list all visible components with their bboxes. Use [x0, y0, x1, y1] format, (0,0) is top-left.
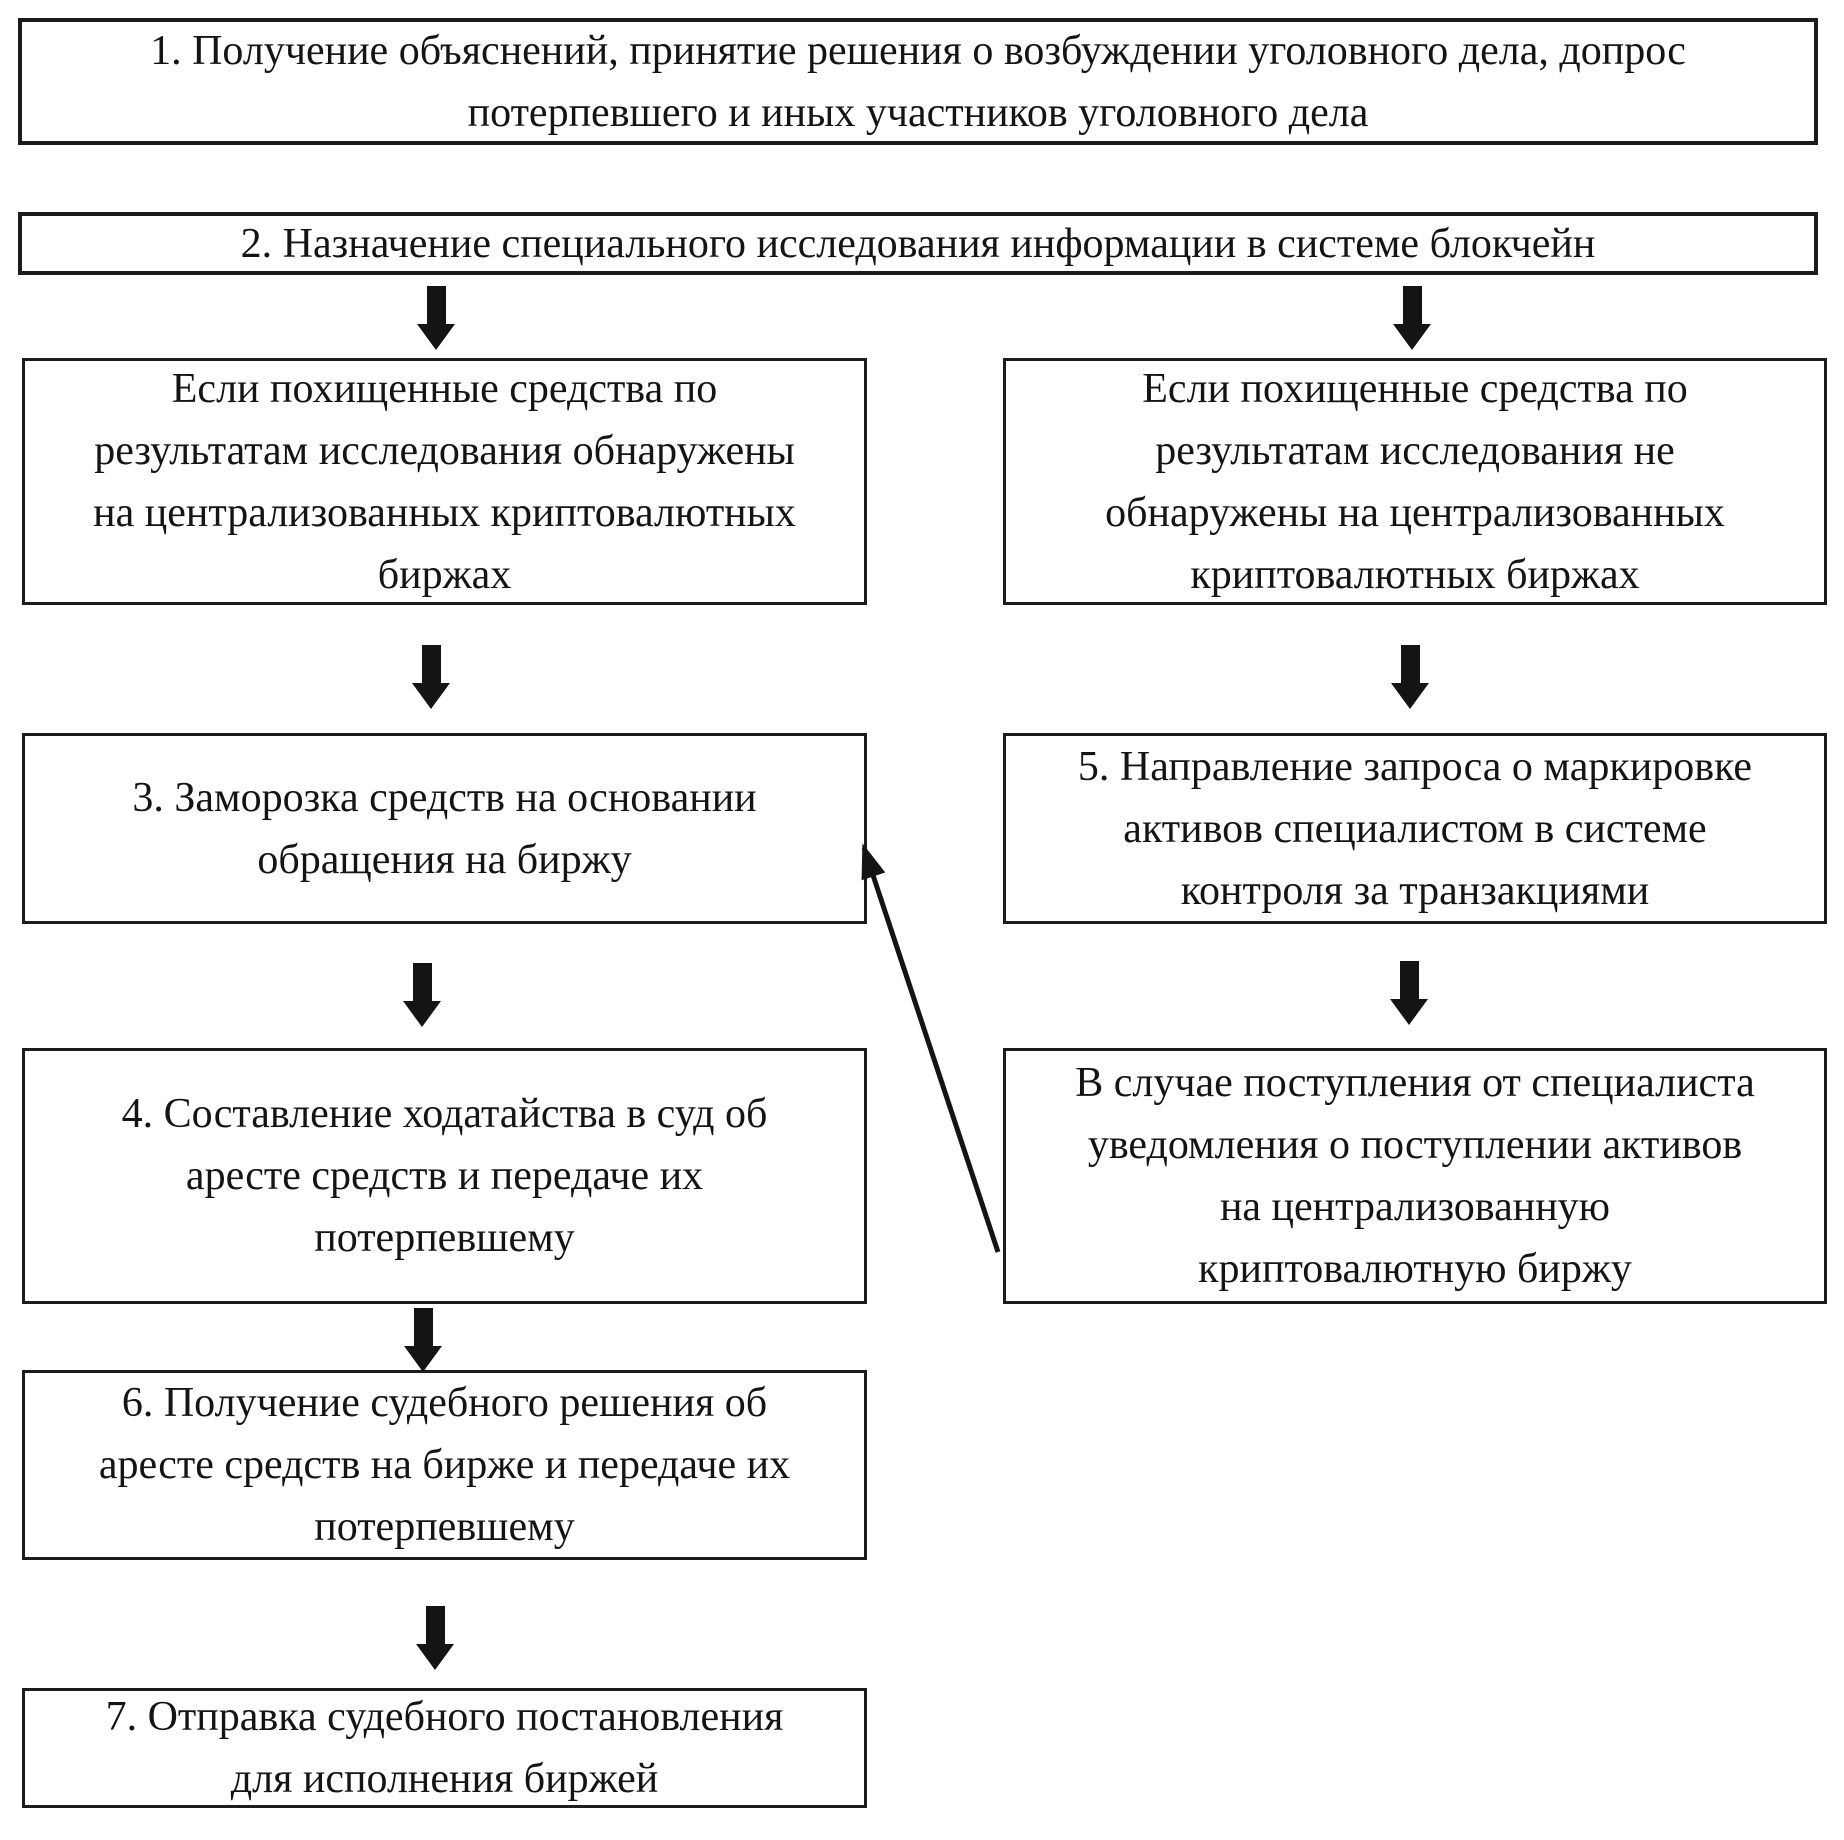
- arrow-down-icon-step2-to-not-found: [1393, 286, 1431, 350]
- node-step2: 2. Назначение специального исследования …: [18, 212, 1818, 275]
- node-step3-label: 3. Заморозка средств на основании обраще…: [132, 774, 757, 883]
- node-specialist-notification-label: В случае поступления от специалиста увед…: [1075, 1060, 1755, 1292]
- node-step6: 6. Получение судебного решения об аресте…: [22, 1370, 867, 1560]
- node-condition-funds-not-found: Если похищенные средства по результатам …: [1003, 358, 1827, 605]
- arrow-down-icon-step5-to-notify: [1390, 961, 1428, 1025]
- node-step3: 3. Заморозка средств на основании обраще…: [22, 733, 867, 924]
- node-condition-funds-found: Если похищенные средства по результатам …: [22, 358, 867, 605]
- node-step7-label: 7. Отправка судебного постановления для …: [105, 1694, 784, 1802]
- node-condition-funds-found-label: Если похищенные средства по результатам …: [93, 365, 796, 598]
- arrow-down-icon-found-to-step3: [412, 645, 450, 709]
- node-step4: 4. Составление ходатайства в суд об арес…: [22, 1048, 867, 1304]
- node-step5: 5. Направление запроса о маркировке акти…: [1003, 733, 1827, 924]
- node-step1-label: 1. Получение объяснений, принятие решени…: [150, 27, 1686, 136]
- arrow-down-icon-step4-to-step6: [404, 1308, 442, 1372]
- node-step2-label: 2. Назначение специального исследования …: [240, 220, 1596, 267]
- node-step4-label: 4. Составление ходатайства в суд об арес…: [121, 1091, 768, 1261]
- node-step6-label: 6. Получение судебного решения об аресте…: [98, 1380, 791, 1550]
- arrow-down-icon-step6-to-step7: [416, 1606, 454, 1670]
- arrow-down-icon-step2-to-found: [417, 286, 455, 350]
- node-step7: 7. Отправка судебного постановления для …: [22, 1688, 867, 1808]
- node-condition-funds-not-found-label: Если похищенные средства по результатам …: [1105, 365, 1725, 598]
- node-specialist-notification: В случае поступления от специалиста увед…: [1003, 1048, 1827, 1304]
- arrow-down-icon-not-found-to-step5: [1391, 645, 1429, 709]
- node-step1: 1. Получение объяснений, принятие решени…: [18, 18, 1818, 145]
- node-step5-label: 5. Направление запроса о маркировке акти…: [1077, 743, 1753, 914]
- arrow-down-icon-step3-to-step4: [403, 963, 441, 1027]
